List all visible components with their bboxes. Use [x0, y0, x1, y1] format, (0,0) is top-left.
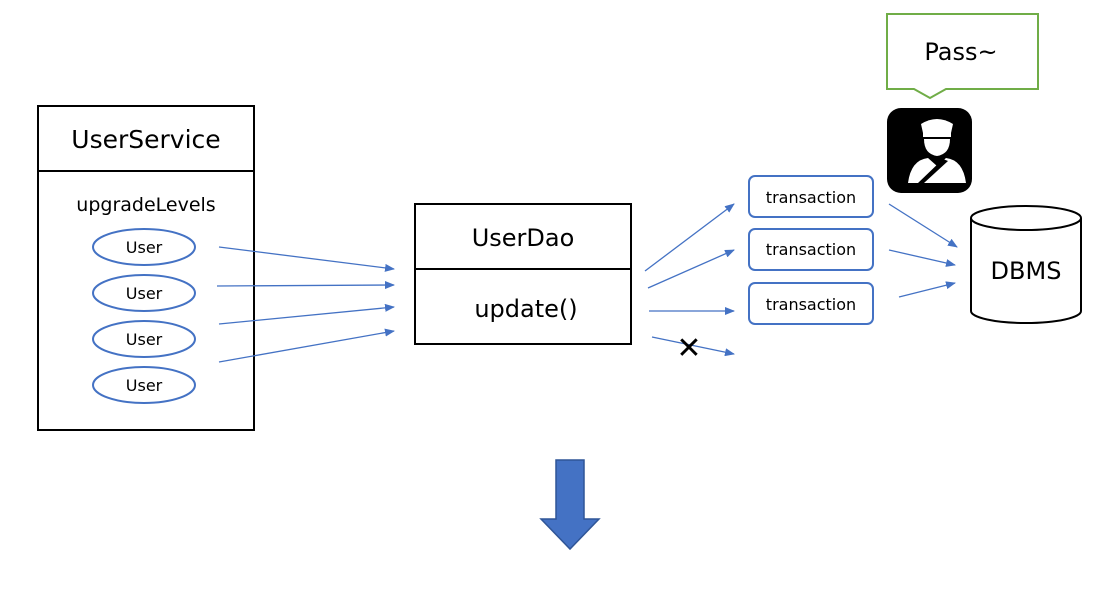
call-arrow [218, 328, 395, 363]
user-service-box: UserService upgradeLevels User User User… [37, 105, 255, 431]
service-to-dao-arrows [216, 246, 395, 363]
user-ellipse-2: User [92, 274, 196, 312]
user-label: User [126, 284, 163, 303]
upgrade-levels-method: upgradeLevels [76, 194, 215, 216]
user-ellipse-1: User [92, 228, 196, 266]
user-service-title: UserService [71, 125, 220, 154]
speech-bubble: Pass~ [886, 13, 1039, 100]
down-arrow [539, 459, 601, 551]
call-arrow [218, 246, 395, 272]
call-arrow [216, 281, 395, 290]
transaction-to-dbms-arrows [888, 203, 958, 298]
call-arrow [218, 303, 395, 325]
transaction-label: transaction [766, 240, 856, 259]
user-label: User [126, 330, 163, 349]
speech-bubble-text: Pass~ [924, 38, 997, 66]
user-label: User [126, 376, 163, 395]
commit-arrow [888, 249, 956, 267]
transaction-label: transaction [766, 295, 856, 314]
commit-arrow [898, 281, 956, 298]
failed-call-arrow [651, 336, 735, 357]
dao-to-transaction-arrows [644, 203, 735, 357]
user-dao-box: UserDao update() [414, 203, 632, 345]
user-label: User [126, 238, 163, 257]
call-arrow [644, 203, 735, 272]
user-ellipse-3: User [92, 320, 196, 358]
user-dao-title: UserDao [472, 224, 575, 252]
dbms-cylinder: DBMS [970, 205, 1082, 324]
update-method: update() [474, 295, 577, 323]
user-ellipse-4: User [92, 366, 196, 404]
call-arrow [647, 249, 735, 289]
transaction-box-2: transaction [748, 228, 874, 271]
transaction-label: transaction [766, 188, 856, 207]
failed-x-icon: ✕ [676, 331, 701, 366]
dbms-label: DBMS [991, 257, 1062, 285]
commit-arrow [888, 203, 958, 248]
transaction-box-1: transaction [748, 175, 874, 218]
police-officer-icon [887, 108, 972, 193]
transaction-box-3: transaction [748, 282, 874, 325]
